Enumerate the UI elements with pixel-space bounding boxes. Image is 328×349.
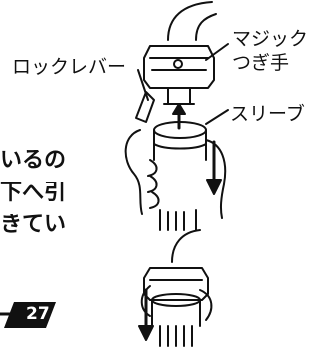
lock-lever <box>135 91 155 123</box>
magic-joint-lower <box>143 267 209 301</box>
page-number: 27 <box>26 304 50 324</box>
magic-joint-label-line2: つぎ手 <box>232 52 290 74</box>
hand-lower <box>140 285 213 321</box>
magic-joint-label-line1: マジック <box>232 28 309 50</box>
text-fragment-1: いるの <box>0 150 67 172</box>
page-number-badge: 27 <box>0 300 58 330</box>
hand-upper <box>124 129 227 219</box>
text-fragment-2: 下へ引 <box>0 182 67 204</box>
page-badge-shape <box>0 302 56 328</box>
faucet-hose-bottom <box>171 229 201 263</box>
lock-lever-label: ロックレバー <box>12 56 127 78</box>
faucet-hose-top <box>167 1 217 41</box>
text-fragment-3: きてい <box>0 214 67 236</box>
sleeve-label: スリーブ <box>230 103 305 125</box>
